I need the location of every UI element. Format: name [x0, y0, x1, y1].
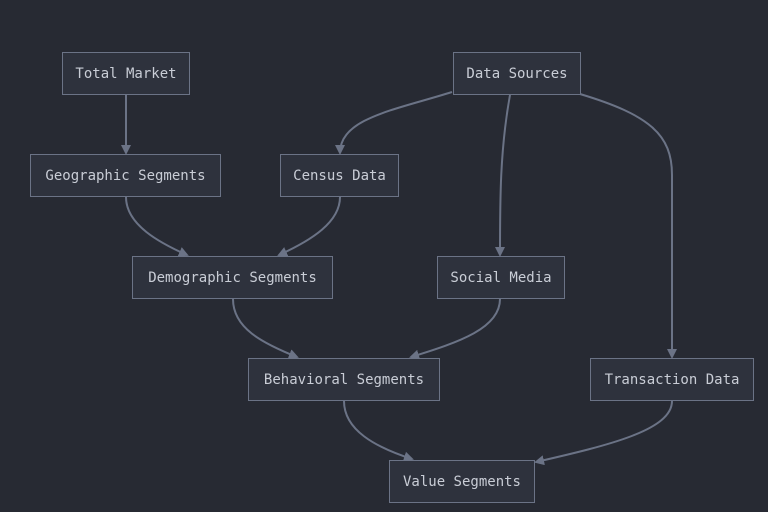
node-value-segments: Value Segments [389, 460, 535, 503]
edge-transaction-data-to-value-segments [534, 400, 673, 466]
node-behavioral-segments: Behavioral Segments [248, 358, 440, 401]
edge-data-sources-to-social-media [495, 94, 511, 257]
node-data-sources: Data Sources [453, 52, 581, 95]
node-demographic-segments: Demographic Segments [132, 256, 333, 299]
node-transaction-data: Transaction Data [590, 358, 754, 401]
edge-data-sources-to-transaction-data [579, 93, 677, 359]
edge-geographic-segments-to-demographic-segments [125, 196, 189, 257]
node-geographic-segments: Geographic Segments [30, 154, 221, 197]
edge-census-data-to-demographic-segments [277, 196, 341, 257]
edge-data-sources-to-census-data [335, 91, 453, 155]
node-social-media: Social Media [437, 256, 565, 299]
node-total-market: Total Market [62, 52, 190, 95]
edge-behavioral-segments-to-value-segments [343, 400, 414, 462]
node-census-data: Census Data [280, 154, 399, 197]
edge-social-media-to-behavioral-segments [409, 298, 501, 360]
edge-demographic-segments-to-behavioral-segments [232, 298, 299, 359]
